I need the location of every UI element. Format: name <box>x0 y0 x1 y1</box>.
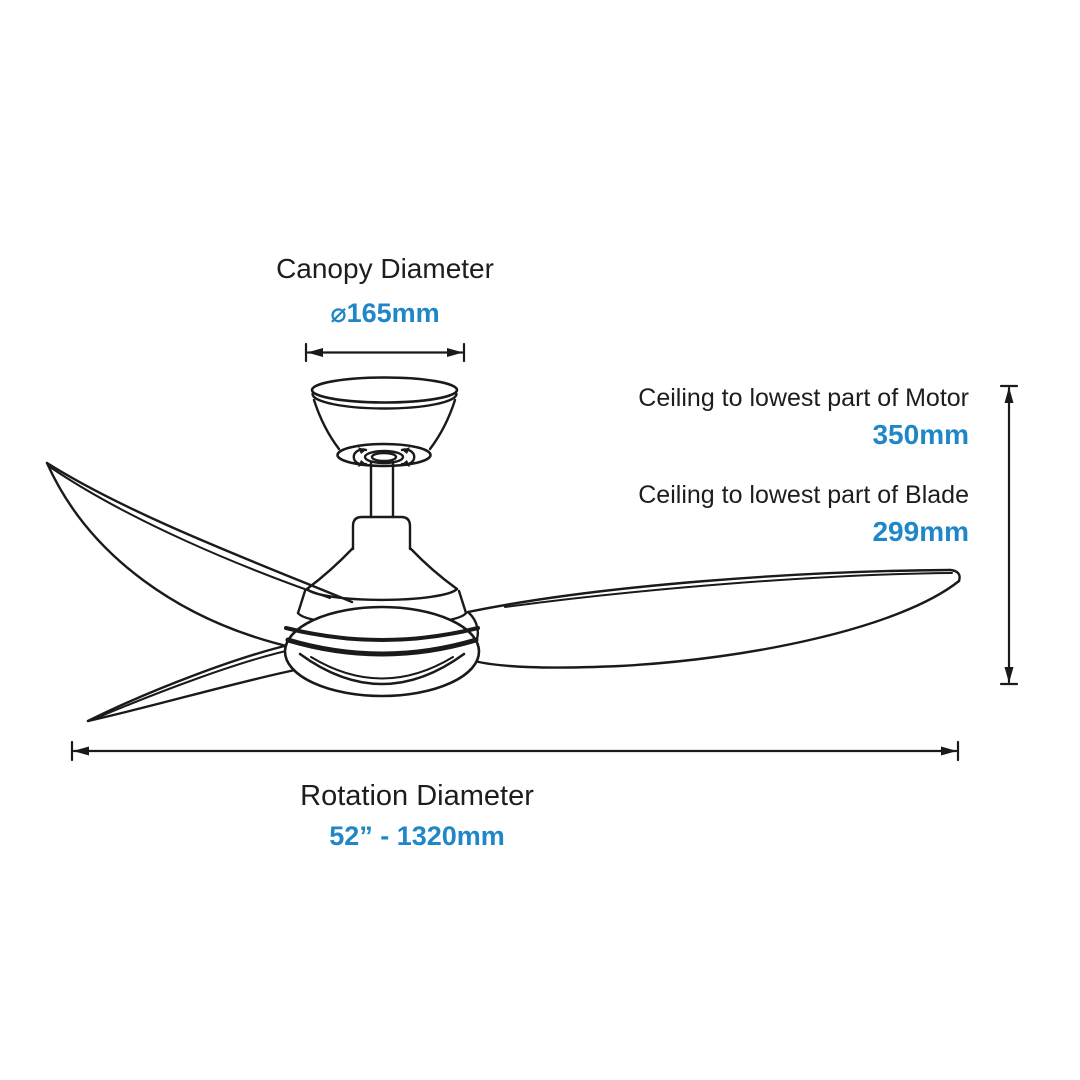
rotation-diameter-label: Rotation Diameter <box>300 780 534 812</box>
canopy <box>310 376 459 468</box>
canopy-side-left <box>312 398 341 451</box>
blade-lower-left <box>86 642 302 723</box>
canopy-top-rim <box>310 376 459 404</box>
arrowhead-left-icon <box>307 348 323 357</box>
motor-side-right <box>457 589 468 615</box>
rotation-diameter-value: 52” - 1320mm <box>329 821 505 851</box>
motor-side-left <box>296 589 307 615</box>
blade-right-tip <box>948 568 961 583</box>
blade-lower-left-top-edge <box>86 642 295 723</box>
downrod <box>351 460 412 551</box>
canopy-rim-edge <box>311 392 458 410</box>
blade-right-top-edge <box>466 568 952 614</box>
height-dimension-line <box>999 384 1019 686</box>
light-ring-groove-1 <box>284 626 480 642</box>
dimension-lines <box>70 342 1019 762</box>
light-ring-groove-2 <box>285 637 479 657</box>
ceiling-to-motor-value: 350mm <box>872 419 969 450</box>
canopy-side-right <box>428 398 457 451</box>
arrowhead-right-icon <box>941 746 957 756</box>
ceiling-to-blade-label: Ceiling to lowest part of Blade <box>638 481 969 509</box>
downrod-collar-inner <box>370 451 398 463</box>
motor-cone-left <box>305 546 355 591</box>
fan-artwork <box>45 376 961 723</box>
blade-upper-left-top-edge <box>45 461 354 604</box>
blade-lower-left-bottom-edge <box>86 667 302 723</box>
canopy-diameter-value: ⌀165mm <box>330 298 440 328</box>
light-lens-outer <box>298 652 466 686</box>
blade-upper-left-bottom-edge <box>45 461 297 650</box>
arrowhead-left-icon <box>73 746 89 756</box>
blade-lower-left-thickness-line <box>91 648 296 721</box>
arrowhead-down-icon <box>1004 667 1014 683</box>
arrowhead-right-icon <box>447 348 463 357</box>
arrowhead-up-icon <box>1004 387 1014 403</box>
light-ring <box>283 605 481 698</box>
rotation-dimension-line <box>70 740 960 762</box>
motor-cone-right <box>408 546 459 591</box>
blade-right <box>466 568 961 669</box>
canopy-dimension-line <box>304 342 466 363</box>
blade-upper-left-thickness-line <box>49 466 331 599</box>
downrod-coupler <box>351 515 412 551</box>
blade-right-bottom-edge <box>468 579 961 669</box>
swivel-arrow-left-icon <box>352 447 368 467</box>
blade-upper-left <box>45 461 354 650</box>
canopy-diameter-label: Canopy Diameter <box>276 253 494 284</box>
swivel-arrow-right-icon <box>400 447 416 467</box>
light-lens-inner <box>310 656 454 680</box>
ceiling-to-motor-label: Ceiling to lowest part of Motor <box>638 384 969 412</box>
ceiling-to-blade-value: 299mm <box>872 516 969 547</box>
blade-right-thickness-line <box>504 572 953 608</box>
